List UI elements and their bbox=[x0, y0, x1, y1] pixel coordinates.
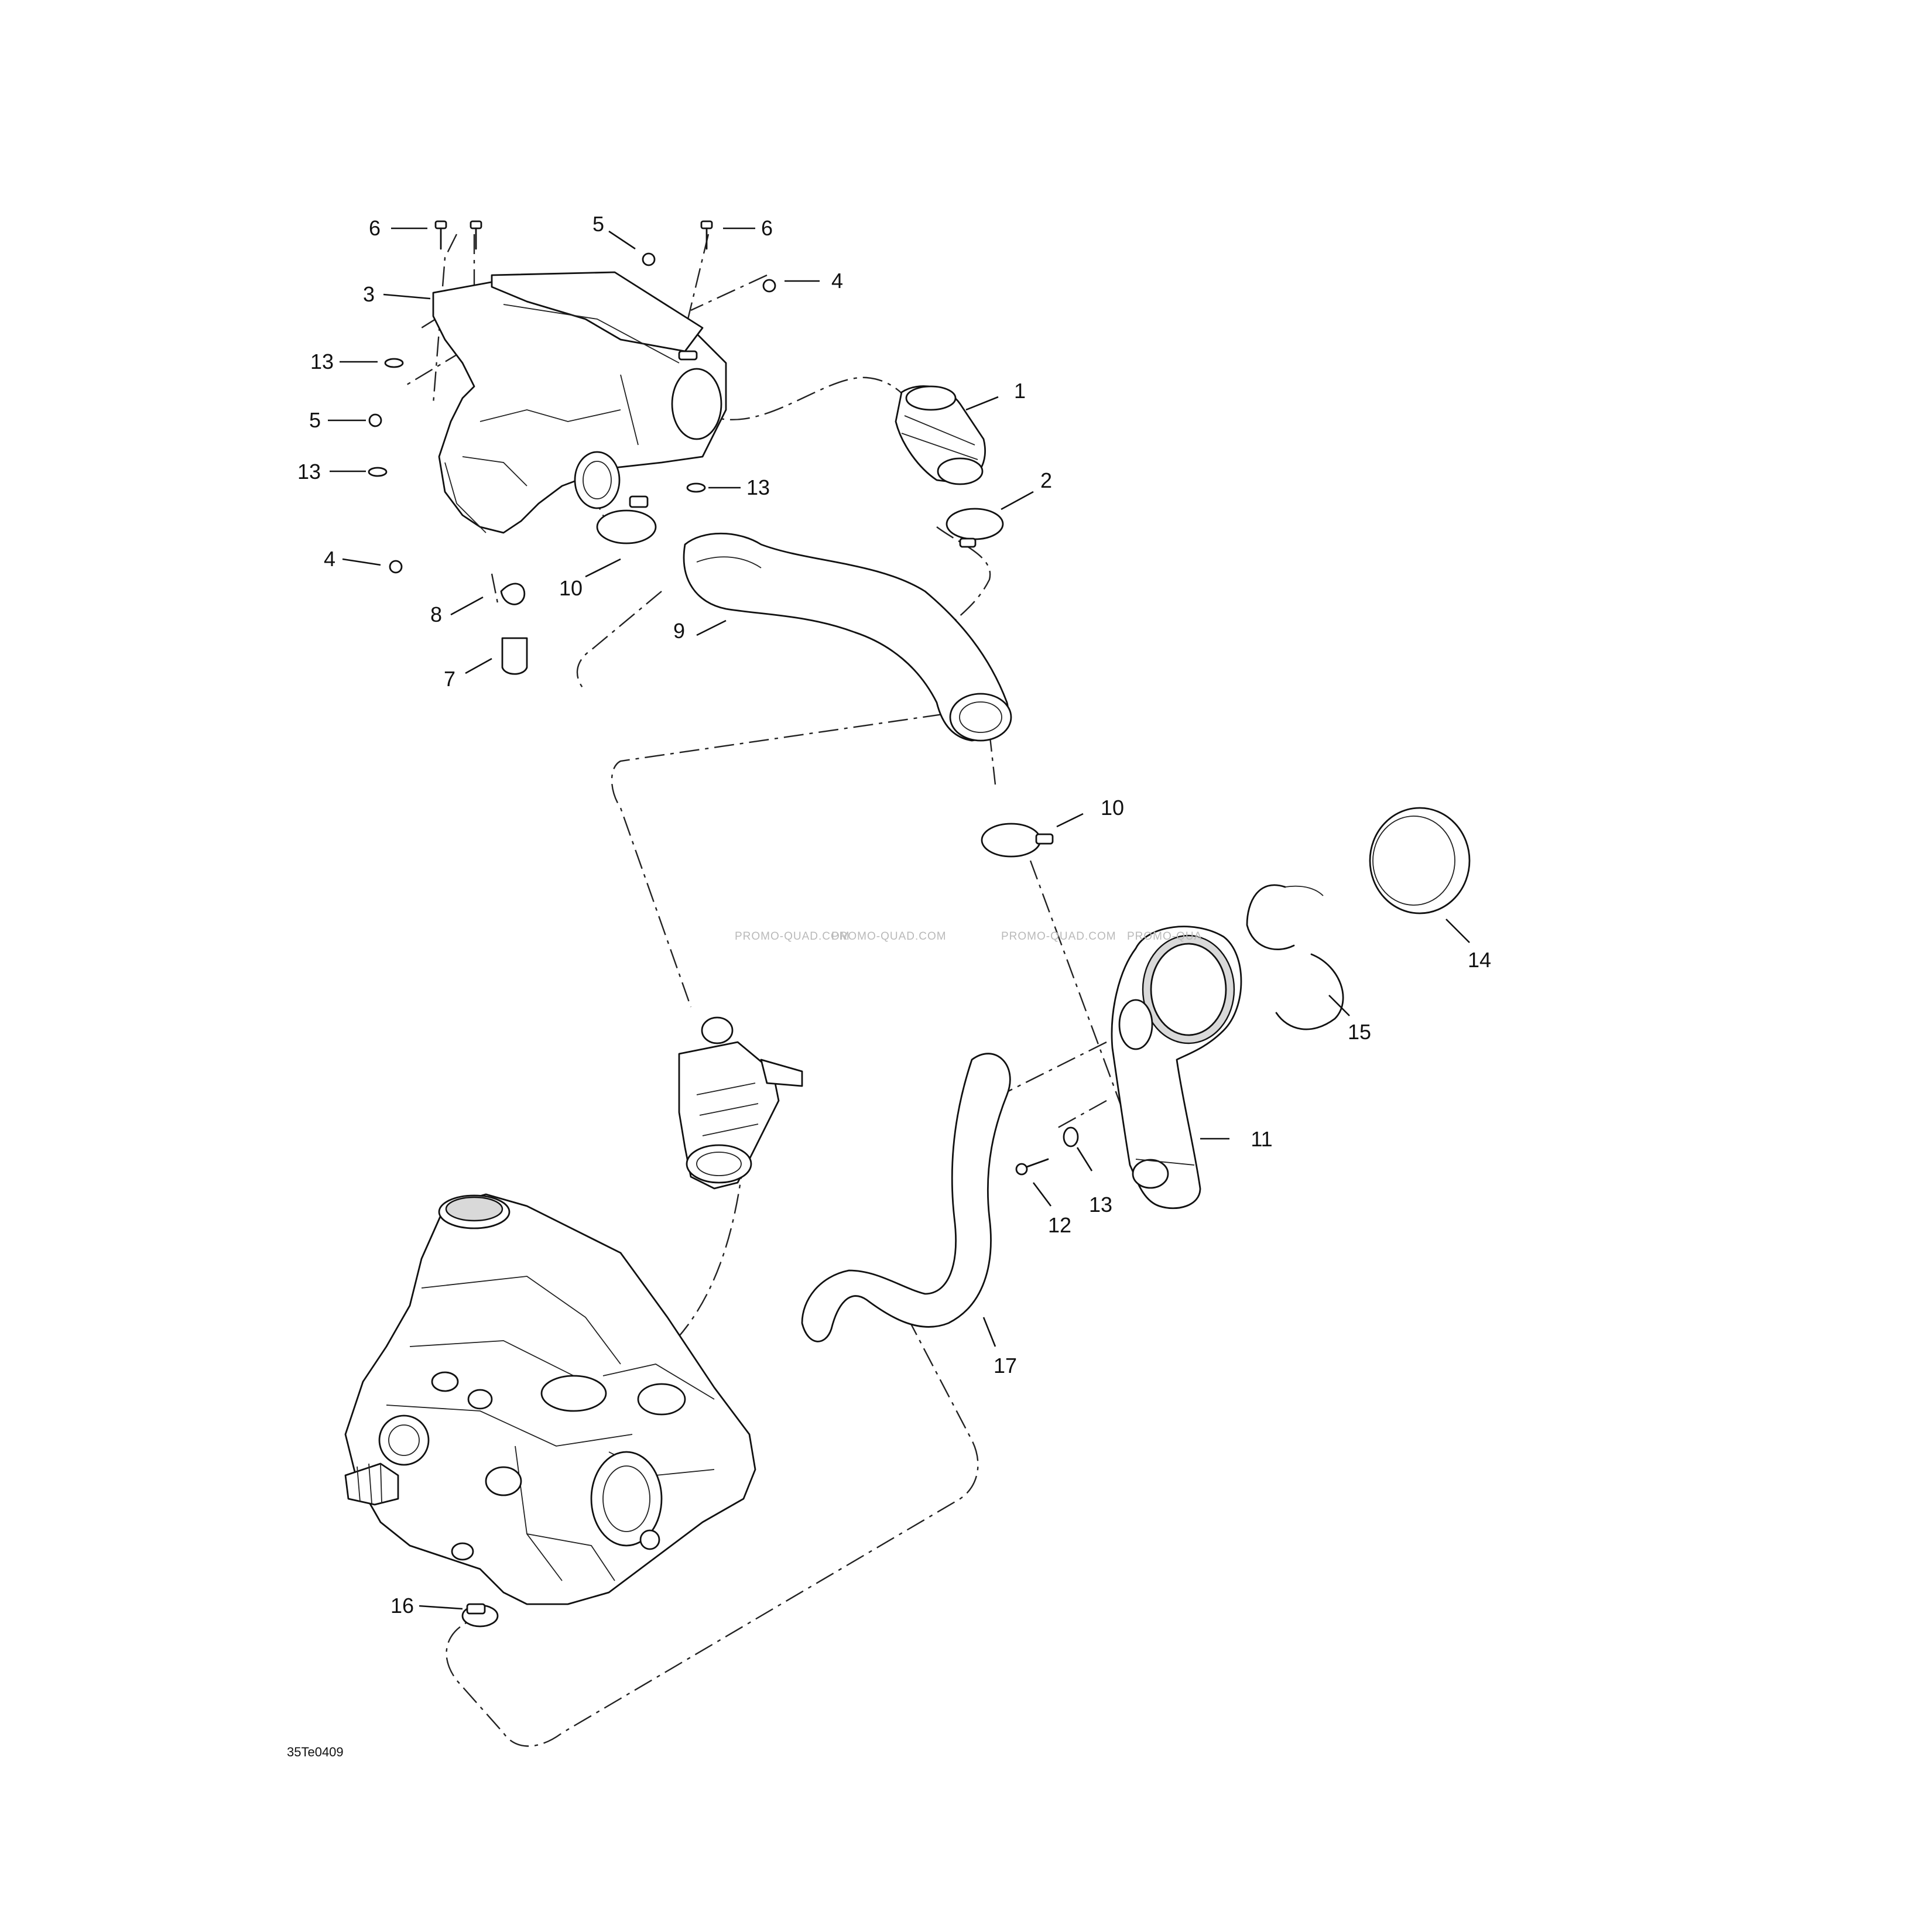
callout-13-a: 13 bbox=[310, 350, 334, 374]
washer-13-c bbox=[686, 482, 706, 493]
watermark-text-2: PROMO-QUAD.COM bbox=[831, 930, 947, 943]
screw-6-right bbox=[700, 220, 713, 250]
clamp-16 bbox=[461, 1603, 499, 1628]
callout-5-top: 5 bbox=[592, 212, 604, 236]
watermark: PROMO-QUAD.COM PROMO-QUAD.COM PROMO-QUAD… bbox=[735, 930, 1202, 943]
clip-4-left bbox=[389, 560, 403, 574]
callout-13-c: 13 bbox=[746, 475, 770, 499]
screw-12 bbox=[1015, 1158, 1049, 1176]
callout-12: 12 bbox=[1048, 1213, 1071, 1237]
callout-11: 11 bbox=[1251, 1127, 1272, 1151]
adaptor-boot-1 bbox=[895, 385, 986, 485]
callout-10-lower: 10 bbox=[1101, 796, 1124, 820]
silencer-hardware bbox=[368, 220, 776, 675]
callout-6-right: 6 bbox=[761, 216, 773, 240]
carburetor-boot bbox=[678, 1016, 803, 1190]
callout-15: 15 bbox=[1348, 1020, 1371, 1044]
callout-2: 2 bbox=[1040, 468, 1052, 492]
watermark-text-4: PROMO-QUA bbox=[1127, 930, 1202, 943]
watermark-text-1: PROMO-QUAD.COM bbox=[735, 930, 850, 943]
retaining-ring-15 bbox=[1246, 884, 1344, 1030]
callout-10-upper: 10 bbox=[559, 576, 583, 600]
callout-14: 14 bbox=[1468, 948, 1491, 972]
intake-duct-11 bbox=[1111, 926, 1242, 1210]
clip-5-left bbox=[368, 413, 382, 427]
washer-13-a bbox=[384, 358, 404, 368]
spring-clip-8 bbox=[500, 583, 526, 605]
cap-14 bbox=[1369, 807, 1471, 914]
callout-13-b: 13 bbox=[297, 460, 321, 484]
leader-lines bbox=[328, 227, 1470, 1610]
callout-5-left: 5 bbox=[309, 408, 321, 432]
callout-13-d: 13 bbox=[1089, 1193, 1112, 1217]
callout-16: 16 bbox=[390, 1594, 414, 1618]
callout-7: 7 bbox=[444, 667, 455, 691]
callout-labels: 6 6 5 3 4 13 1 5 13 13 2 4 10 8 9 7 10 1… bbox=[297, 212, 1491, 1618]
engine-block bbox=[344, 1193, 756, 1605]
watermark-text-3: PROMO-QUAD.COM bbox=[1001, 930, 1116, 943]
callout-8: 8 bbox=[430, 602, 442, 626]
callout-4-left: 4 bbox=[324, 547, 335, 571]
washer-13-d bbox=[1063, 1126, 1079, 1147]
clamp-10-upper bbox=[596, 495, 657, 544]
callout-3: 3 bbox=[363, 282, 375, 306]
washer-13-b bbox=[368, 467, 388, 477]
clamp-10-lower bbox=[981, 823, 1054, 858]
screw-6-middle bbox=[470, 220, 482, 250]
callout-6-left: 6 bbox=[369, 216, 381, 240]
screw-6-left bbox=[434, 220, 447, 250]
callout-4-top: 4 bbox=[831, 269, 843, 293]
drain-cap-7 bbox=[501, 637, 528, 675]
clip-4-top bbox=[762, 279, 776, 293]
air-silencer-box bbox=[432, 271, 727, 534]
intake-hose-9 bbox=[683, 532, 1012, 742]
callout-17: 17 bbox=[994, 1354, 1017, 1378]
clip-5-top bbox=[642, 252, 656, 266]
diagram-code: 35Te0409 bbox=[287, 1745, 344, 1759]
callout-9: 9 bbox=[673, 619, 685, 643]
drain-hose-17 bbox=[801, 1053, 1011, 1342]
clamp-2 bbox=[946, 508, 1004, 548]
callout-1: 1 bbox=[1014, 379, 1026, 403]
